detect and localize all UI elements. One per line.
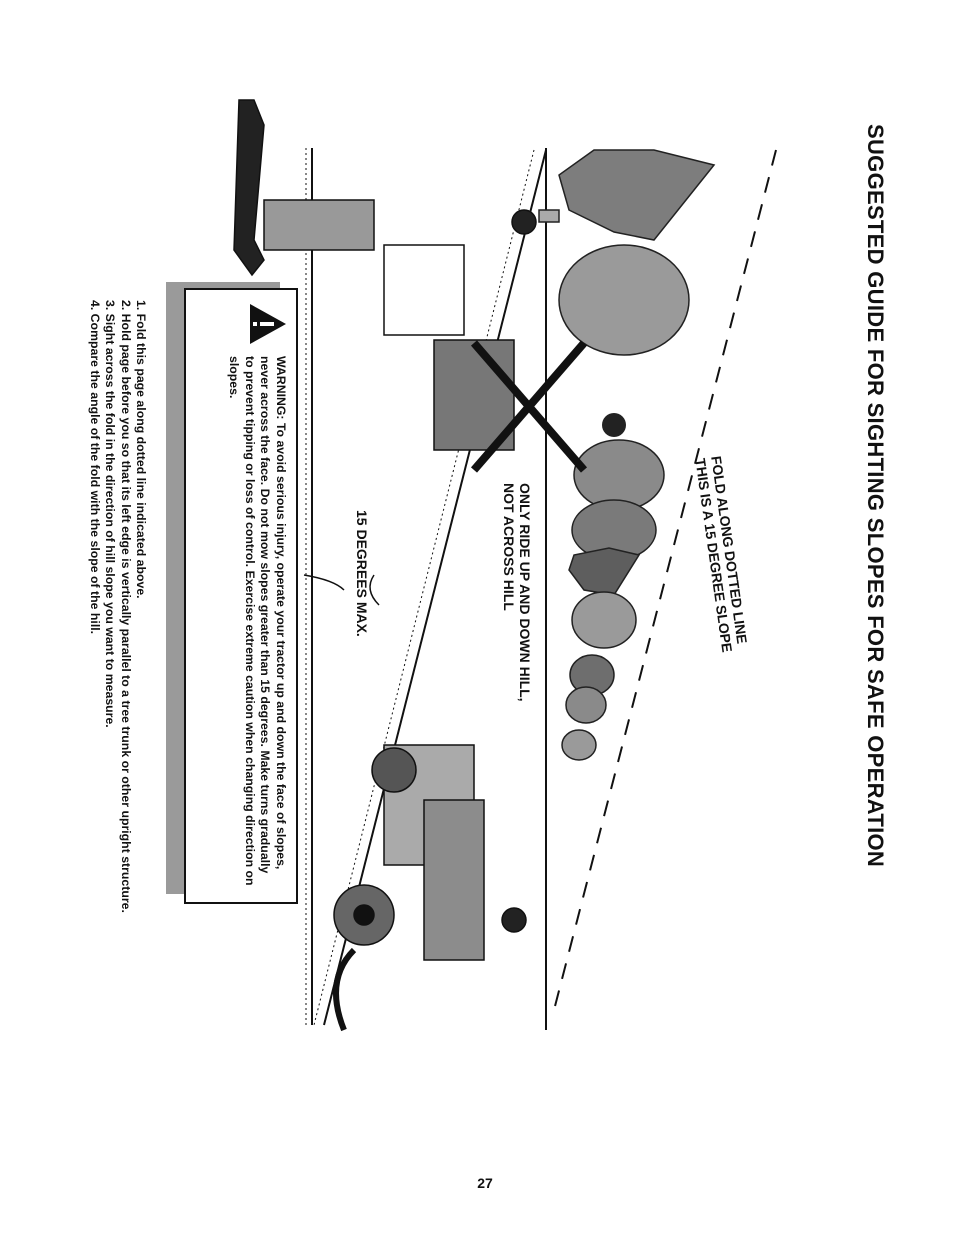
instruction-list: 1. Fold this page along dotted line indi… [87,300,148,1120]
warning-box: WARNING: To avoid serious injury, operat… [184,288,298,904]
list-item: 2. Hold page before you so that its left… [118,300,133,913]
tractor-illustration [333,744,527,1032]
list-item: 4. Compare the angle of the fold with th… [88,300,103,635]
up-arrow [333,947,357,1032]
sighted-tree-trunk [233,99,265,277]
warning-triangle-icon [250,304,286,344]
upper-hill-band [313,148,547,1030]
angle-arrows [303,574,380,606]
conifer-tree [568,547,641,596]
deciduous-tree [571,591,637,649]
list-item: 1. Fold this page along dotted line indi… [134,300,148,599]
wrong-direction-rider [433,339,626,473]
deciduous-tree [561,729,597,761]
ride-direction-label: ONLY RIDE UP AND DOWN HILL, NOT ACROSS H… [501,483,533,702]
list-item: 3. Sight across the fold in the directio… [103,300,118,728]
page-number: 27 [477,1175,493,1191]
deciduous-tree [558,244,690,356]
deciduous-tree [565,686,607,724]
max-degrees-label: 15 DEGREES MAX. [354,510,370,637]
tree-row [538,149,716,761]
fold-dotted-line [553,149,777,1011]
person-sighting-figure [233,99,537,336]
conifer-tree [558,149,716,241]
warning-text: WARNING: To avoid serious injury, operat… [227,356,289,886]
